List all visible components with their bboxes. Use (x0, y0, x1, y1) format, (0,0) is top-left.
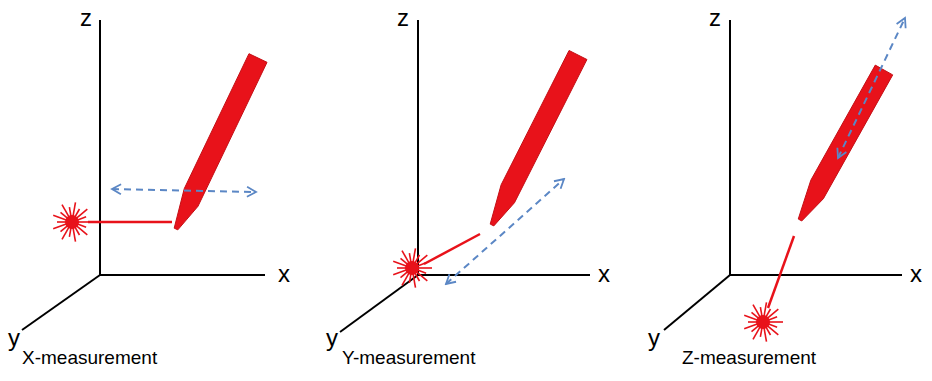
axis-label: y (8, 326, 20, 350)
axis-line (100, 274, 265, 276)
measurement-panel (22, 20, 267, 330)
laser-beam (88, 221, 172, 224)
panel-caption: Y-measurement (342, 348, 475, 367)
light-spot (53, 202, 92, 241)
motion-arrow (112, 189, 256, 192)
laser-pen (174, 54, 267, 230)
axis-label: z (397, 6, 409, 30)
light-spot (744, 302, 783, 341)
motion-arrow (446, 179, 564, 284)
motion-arrow (838, 18, 905, 158)
axis-label: x (598, 262, 610, 286)
axis-line (22, 275, 100, 330)
axis-line (417, 20, 419, 275)
axis-line (418, 274, 590, 276)
axis-line (664, 275, 730, 330)
panel-caption: X-measurement (22, 348, 157, 367)
axis-line (340, 275, 418, 332)
panel-caption: Z-measurement (682, 348, 816, 367)
measurement-panel (664, 18, 905, 342)
laser-beam (424, 234, 480, 264)
measurement-panel (340, 20, 590, 332)
light-spot (393, 248, 432, 287)
axis-label: y (648, 326, 660, 350)
axis-line (729, 20, 731, 275)
axis-label: y (326, 326, 338, 350)
axis-line (99, 20, 101, 275)
axis-label: z (709, 6, 721, 30)
axis-line (730, 274, 902, 276)
laser-pen (490, 50, 587, 225)
axis-label: z (80, 6, 92, 30)
laser-beam (768, 236, 794, 308)
axis-label: x (278, 262, 290, 286)
axis-label: x (910, 262, 922, 286)
